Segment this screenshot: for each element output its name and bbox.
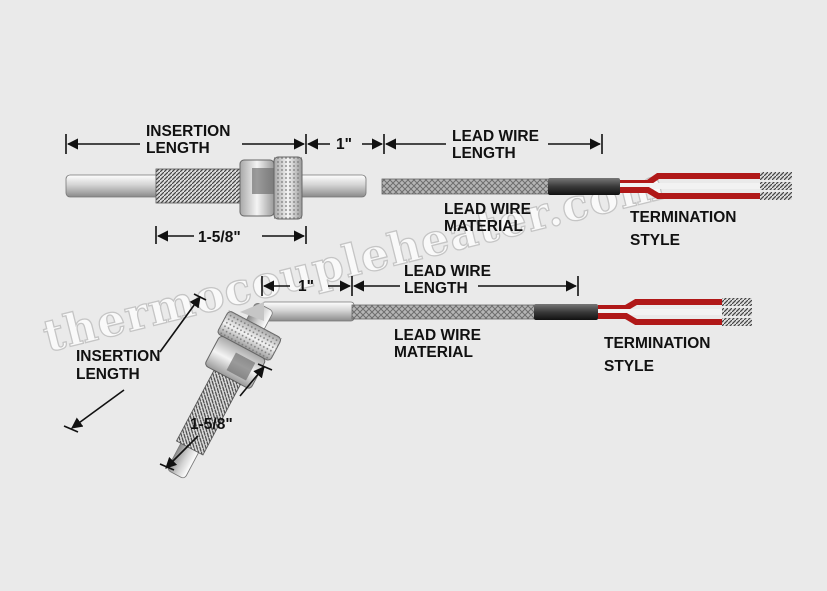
top-braided-lead (381, 178, 551, 195)
bent-dimension-lines (63, 276, 579, 471)
bent-insertion-length-label: INSERTION LENGTH (76, 348, 165, 383)
bent-probe-assembly (167, 298, 752, 479)
bent-probe-tube (261, 301, 355, 322)
bent-wire-end (722, 298, 752, 306)
top-spring-length-label: 1-5/8" (198, 229, 241, 246)
bent-braided-lead (351, 304, 537, 320)
top-wire-end (760, 172, 792, 180)
bent-red-lead-2 (598, 313, 722, 325)
top-red-lead-2 (620, 187, 760, 199)
top-probe-assembly (65, 156, 792, 220)
top-termination-style-label: TERMINATION STYLE (630, 209, 741, 249)
bent-spring-length-label: 1-5/8" (190, 416, 233, 433)
bent-termination-style-label: TERMINATION STYLE (604, 335, 715, 375)
bent-red-lead (598, 299, 722, 311)
top-transition (548, 178, 620, 195)
bent-lead-wire-material-label: LEAD WIRE MATERIAL (394, 327, 485, 361)
top-one-inch-label: 1" (336, 136, 352, 153)
top-lead-wire-material-label: LEAD WIRE MATERIAL (444, 201, 535, 235)
bent-transition (534, 304, 598, 320)
top-dimension-lines (65, 134, 603, 244)
top-lead-wire-length-label: LEAD WIRE LENGTH (452, 128, 543, 162)
bent-spring (175, 369, 242, 456)
bent-lead-wire-length-label: LEAD WIRE LENGTH (404, 263, 495, 297)
top-insertion-length-label: INSERTION LENGTH (146, 123, 235, 157)
bent-one-inch-label: 1" (298, 278, 314, 295)
top-spring (155, 168, 243, 204)
